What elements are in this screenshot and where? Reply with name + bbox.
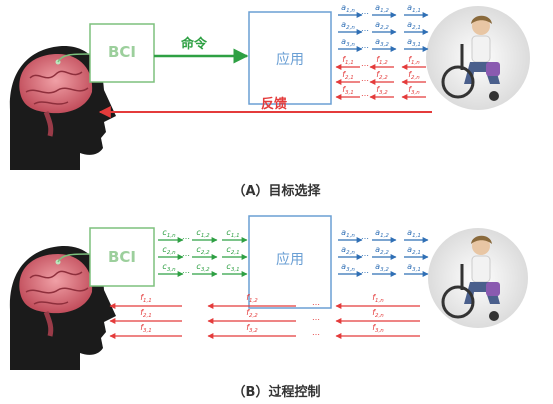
command-ellipsis-b: … xyxy=(182,266,190,275)
feedback-arrows-a: f1,1 f1,2 f1,n … f2,1 f2,2 f2,n … f3,1 f3,2 f3,n … xyxy=(335,55,426,100)
feedback-ellipsis-b: … xyxy=(312,328,320,337)
command-label-b: c2,1 xyxy=(226,245,239,256)
command-label-b: c3,1 xyxy=(226,262,239,273)
command-arrows-b: c1,n c1,2 c1,1 … c2,n c2,2 c2,1 … c3,n c3,2 c3,1 … xyxy=(158,228,248,277)
electrode-wire-b xyxy=(57,253,91,263)
action-label: a2,1 xyxy=(407,20,421,31)
action-label: a1,n xyxy=(341,228,355,239)
feedback-label-a: f1,2 xyxy=(376,55,388,66)
feedback-label-a: f3,2 xyxy=(376,85,388,96)
action-label: a1,n xyxy=(341,3,355,14)
action-label: a3,2 xyxy=(375,37,389,48)
electrode-wire-a xyxy=(57,53,91,63)
feedback-label-b: f1,n xyxy=(372,293,384,304)
action-arrows-a: a1,n a1,2 a1,1 … a2,n a2,2 a2,1 … a3,n a3,2 a3,1 … xyxy=(338,3,429,52)
feedback-ellipsis-b: … xyxy=(312,298,320,307)
action-ellipsis: … xyxy=(361,266,369,275)
panel-b: BCI 应用 xyxy=(9,215,528,370)
feedback-label-b: f2,1 xyxy=(140,308,152,319)
action-label: a1,2 xyxy=(375,3,389,14)
caption-b: （B）过程控制 xyxy=(232,385,321,400)
action-ellipsis: … xyxy=(361,24,369,33)
feedback-label-b: f2,n xyxy=(372,308,384,319)
app-label-b: 应用 xyxy=(276,251,304,268)
feedback-ellipsis-a: … xyxy=(361,74,369,83)
action-ellipsis: … xyxy=(361,232,369,241)
action-label: a3,n xyxy=(341,37,355,48)
action-label: a1,1 xyxy=(407,228,421,239)
action-label: a1,1 xyxy=(407,3,421,14)
feedback-label-a: f3,n xyxy=(408,85,420,96)
action-arrows-b: a1,n a1,2 a1,1 … a2,n a2,2 a2,1 … a3,n a3,2 a3,1 … xyxy=(338,228,429,277)
feedback-ellipsis-a: … xyxy=(361,59,369,68)
action-ellipsis: … xyxy=(361,249,369,258)
action-label: a3,1 xyxy=(407,37,421,48)
command-label-b: c1,1 xyxy=(226,228,239,239)
command-ellipsis-b: … xyxy=(182,232,190,241)
action-label: a2,2 xyxy=(375,245,389,256)
feedback-label-a: f1,n xyxy=(408,55,420,66)
action-label: a2,1 xyxy=(407,245,421,256)
bci-label-b: BCI xyxy=(108,248,136,266)
command-label-b: c2,n xyxy=(162,245,176,256)
command-ellipsis-b: … xyxy=(182,249,190,258)
feedback-label-a: f3,1 xyxy=(342,85,354,96)
action-label: a3,1 xyxy=(407,262,421,273)
command-label-b: c2,2 xyxy=(196,245,210,256)
feedback-ellipsis-a: … xyxy=(361,89,369,98)
caption-a: （A）目标选择 xyxy=(232,184,321,199)
action-label: a3,n xyxy=(341,262,355,273)
feedback-arrows-b: f1,1 f1,2 f1,n … f2,1 f2,2 f2,n … f3,1 f3,2 f3,n … xyxy=(109,293,420,339)
command-label: 命令 xyxy=(180,36,208,52)
app-box-a xyxy=(248,11,332,105)
bci-box-b xyxy=(89,227,155,287)
feedback-label-a: f2,1 xyxy=(342,70,354,81)
command-label-b: c1,2 xyxy=(196,228,210,239)
app-label-a: 应用 xyxy=(276,51,304,68)
feedback-label-b: f1,1 xyxy=(140,293,152,304)
feedback-ellipsis-b: … xyxy=(312,313,320,322)
action-ellipsis: … xyxy=(361,7,369,16)
feedback-label-b: f1,2 xyxy=(246,293,258,304)
wheelchair-user-illustration-a xyxy=(426,6,530,110)
feedback-label-b: f3,2 xyxy=(246,323,258,334)
command-label-b: c3,n xyxy=(162,262,176,273)
feedback-label-a: f2,2 xyxy=(376,70,388,81)
feedback-label-a: f2,n xyxy=(408,70,420,81)
command-label-b: c1,n xyxy=(162,228,176,239)
feedback-label: 反馈 xyxy=(261,96,287,112)
feedback-label-a: f1,1 xyxy=(342,55,354,66)
action-label: a2,n xyxy=(341,20,355,31)
action-label: a3,2 xyxy=(375,262,389,273)
bci-label-a: BCI xyxy=(108,43,136,61)
wheelchair-user-illustration-b xyxy=(428,228,528,328)
app-box-b xyxy=(248,215,332,309)
action-label: a2,2 xyxy=(375,20,389,31)
command-label-b: c3,2 xyxy=(196,262,210,273)
panel-a: BCI 命令 应用 反馈 xyxy=(9,6,530,170)
action-ellipsis: … xyxy=(361,41,369,50)
feedback-label-b: f3,1 xyxy=(140,323,152,334)
feedback-label-b: f2,2 xyxy=(246,308,258,319)
feedback-label-b: f3,n xyxy=(372,323,384,334)
action-label: a1,2 xyxy=(375,228,389,239)
action-label: a2,n xyxy=(341,245,355,256)
bci-box-a xyxy=(89,23,155,83)
